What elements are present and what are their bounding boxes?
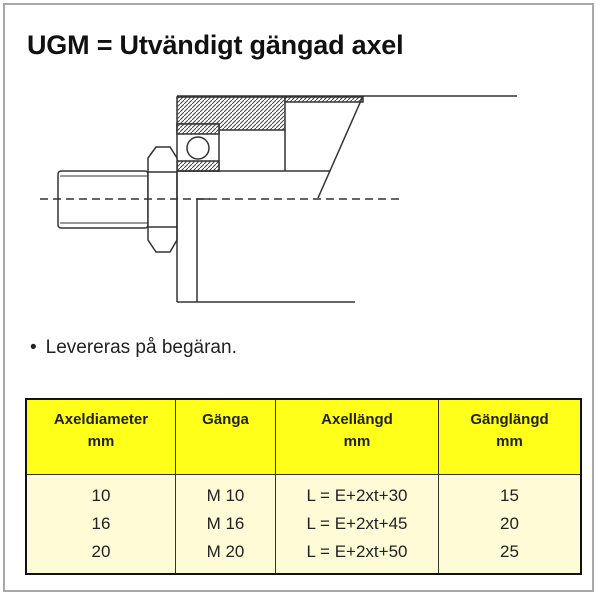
delivery-note: •Levereras på begäran. [30, 337, 237, 358]
bullet-icon: • [30, 337, 37, 358]
bearing-ball [186, 136, 210, 160]
header-ganga: Gänga [175, 399, 276, 475]
page-title: UGM = Utvändigt gängad axel [27, 30, 404, 60]
